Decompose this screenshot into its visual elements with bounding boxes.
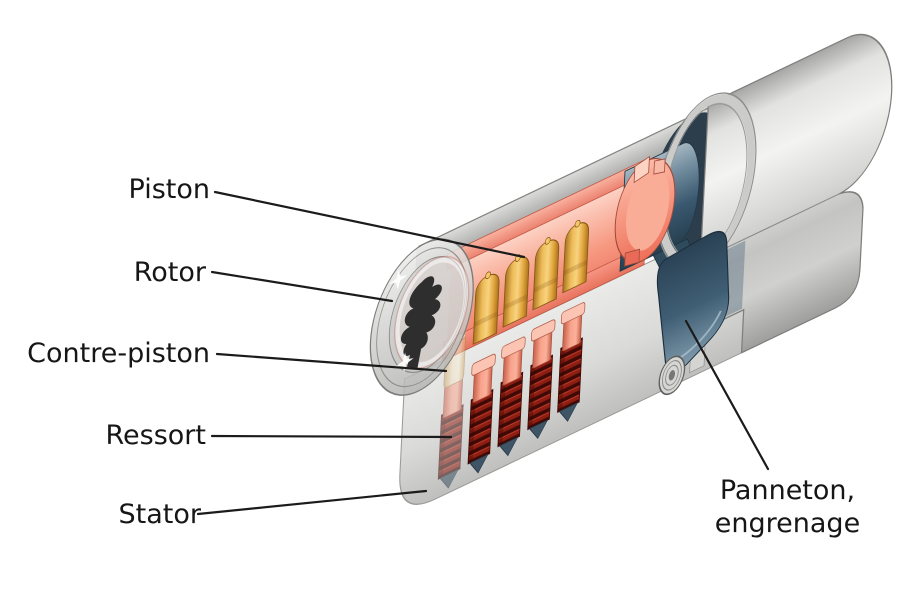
leader-ressort <box>210 434 453 439</box>
keyway-leg <box>406 348 422 368</box>
label-panneton-line1: Panneton, <box>719 475 856 506</box>
label-rotor: Rotor <box>133 257 206 288</box>
body-fin-crease <box>709 192 841 257</box>
leader-contre-piston <box>215 352 448 373</box>
label-stator: Stator <box>118 499 201 530</box>
label-panneton-line2: engrenage <box>714 508 861 539</box>
leader-piston <box>213 190 526 259</box>
leader-lines <box>196 190 770 516</box>
label-contre-piston: Contre-piston <box>27 338 210 369</box>
cam-panneton <box>656 230 730 373</box>
label-panneton: Panneton, engrenage <box>695 474 880 540</box>
stator-top-cut-band <box>415 106 712 274</box>
threaded-hole <box>658 355 686 396</box>
cylinder-cutaway-illustration <box>369 33 893 505</box>
leader-rotor <box>210 270 394 303</box>
cylinder-front-face <box>369 238 474 396</box>
label-piston: Piston <box>128 174 210 205</box>
rotor-cut-end <box>614 155 676 267</box>
leader-panneton <box>684 319 770 471</box>
leader-stator <box>196 489 428 516</box>
stator-top-edge <box>418 105 712 248</box>
keyway <box>401 276 442 356</box>
label-ressort: Ressort <box>105 420 207 451</box>
